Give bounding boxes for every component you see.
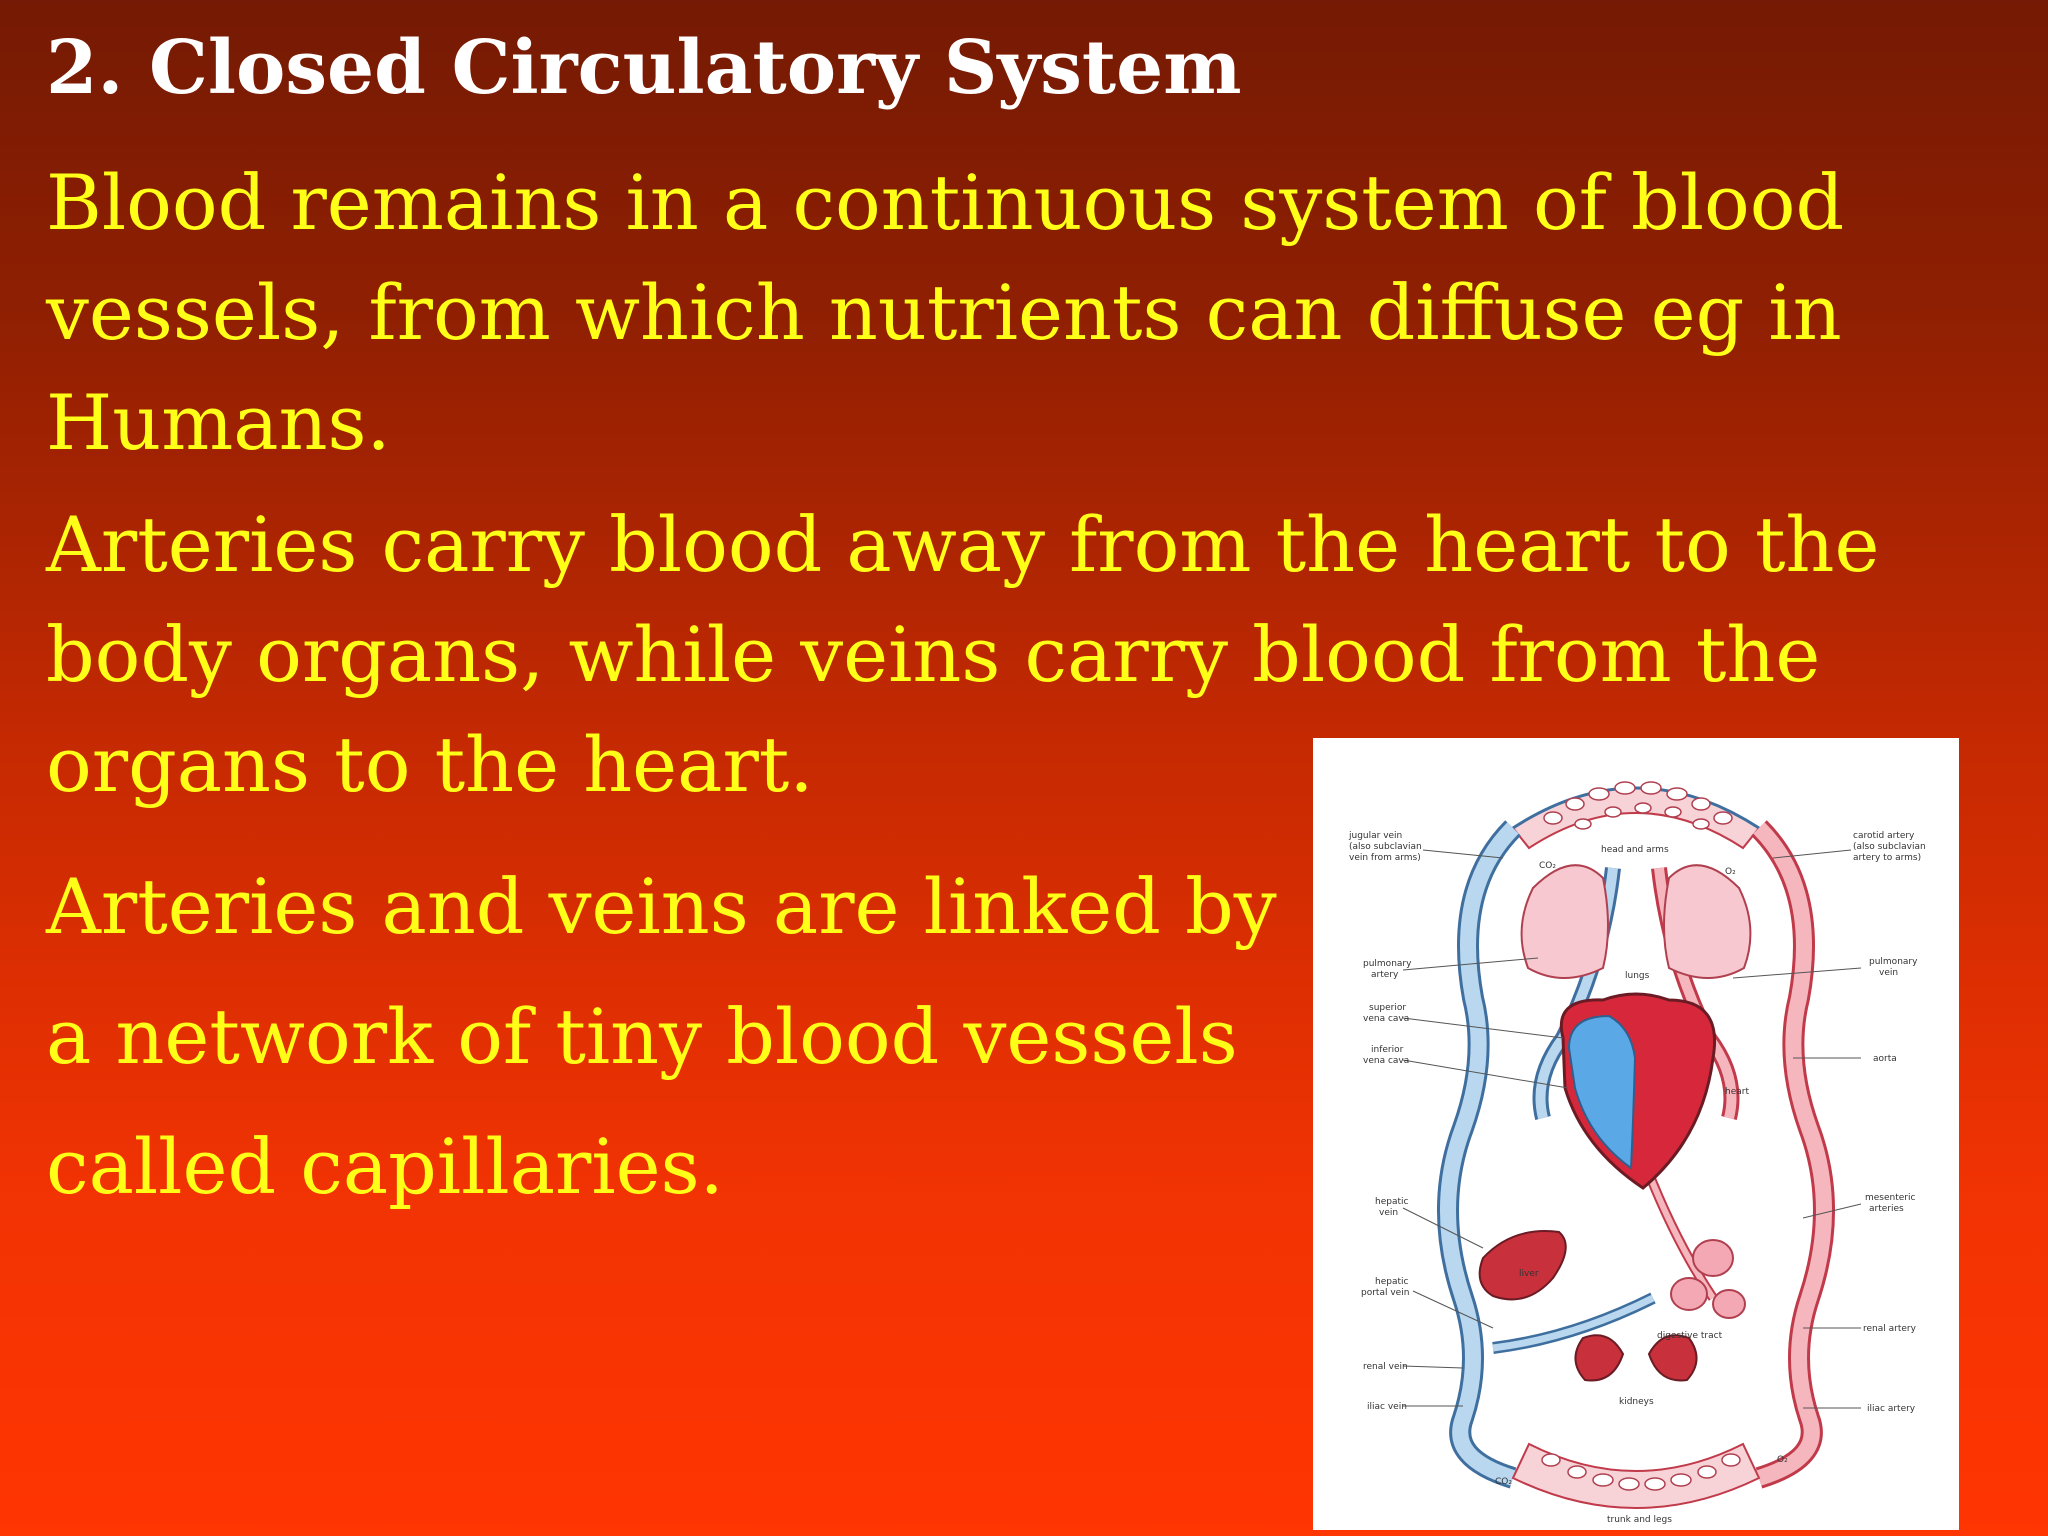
label-carotid-artery-note: (also subclavian: [1853, 842, 1926, 852]
label-co2-top: CO₂: [1539, 861, 1556, 871]
label-o2-top: O₂: [1725, 867, 1736, 877]
label-iliac-artery: iliac artery: [1867, 1404, 1916, 1414]
label-hepatic-portal-vein: hepatic: [1375, 1277, 1408, 1287]
label-heart: heart: [1725, 1087, 1749, 1097]
paragraph-line: Arteries carry blood away from the heart…: [46, 500, 1880, 589]
label-aorta: aorta: [1873, 1054, 1897, 1064]
label-inferior-vena-cava: vena cava: [1363, 1056, 1409, 1066]
label-renal-vein: renal vein: [1363, 1362, 1408, 1372]
label-leader-lines: [1402, 849, 1862, 1409]
label-jugular-vein-note: (also subclavian: [1349, 842, 1422, 852]
lungs-illustration: [1520, 864, 1752, 979]
label-superior-vena-cava: superior: [1369, 1003, 1406, 1013]
trunk-capillary-bed: [1511, 1442, 1761, 1509]
liver-illustration: [1478, 1230, 1567, 1301]
label-carotid-artery-note: artery to arms): [1853, 853, 1921, 863]
heart-illustration: [1560, 992, 1716, 1190]
head-capillary-bed: [1511, 781, 1761, 850]
label-inferior-vena-cava: inferior: [1371, 1045, 1404, 1055]
kidneys-illustration: [1574, 1334, 1698, 1382]
paragraph-line: called capillaries.: [46, 1122, 724, 1211]
label-liver: liver: [1519, 1269, 1539, 1279]
paragraph-line: body organs, while veins carry blood fro…: [46, 610, 1821, 699]
paragraph-blood-remains: Blood remains in a continuous system of …: [46, 148, 1844, 478]
slide-title: 2. Closed Circulatory System: [46, 25, 1242, 111]
paragraph-line: vessels, from which nutrients can diffus…: [46, 268, 1842, 357]
circulatory-diagram-svg: jugular vein (also subclavian vein from …: [1348, 781, 1926, 1525]
label-hepatic-vein: hepatic: [1375, 1197, 1408, 1207]
label-carotid-artery: carotid artery: [1853, 831, 1915, 841]
paragraph-capillaries: Arteries and veins are linked by a netwo…: [46, 842, 1277, 1232]
label-mesenteric-arteries: mesenteric: [1865, 1193, 1916, 1203]
label-trunk-and-legs: trunk and legs: [1607, 1515, 1672, 1525]
label-mesenteric-arteries: arteries: [1869, 1204, 1904, 1214]
label-hepatic-vein: vein: [1379, 1208, 1398, 1218]
label-kidneys: kidneys: [1619, 1397, 1654, 1407]
label-o2-bottom: O₂: [1777, 1455, 1788, 1465]
label-co2-bottom: CO₂: [1495, 1477, 1512, 1487]
label-iliac-vein: iliac vein: [1367, 1402, 1407, 1412]
paragraph-arteries-veins: Arteries carry blood away from the heart…: [46, 490, 1879, 820]
label-digestive-tract: digestive tract: [1657, 1331, 1723, 1341]
label-pulmonary-vein: vein: [1879, 968, 1898, 978]
label-lungs: lungs: [1625, 971, 1650, 981]
circulatory-system-diagram: jugular vein (also subclavian vein from …: [1313, 738, 1959, 1530]
paragraph-line: Arteries and veins are linked by: [46, 862, 1277, 951]
label-jugular-vein-note: vein from arms): [1349, 853, 1421, 863]
label-jugular-vein: jugular vein: [1348, 831, 1402, 841]
paragraph-line: Blood remains in a continuous system of …: [46, 158, 1845, 247]
label-head-and-arms: head and arms: [1601, 845, 1669, 855]
label-pulmonary-artery: artery: [1371, 970, 1399, 980]
digestive-tract-illustration: [1670, 1239, 1746, 1319]
paragraph-line: a network of tiny blood vessels: [46, 992, 1238, 1081]
label-renal-artery: renal artery: [1863, 1324, 1917, 1334]
label-hepatic-portal-vein: portal vein: [1361, 1288, 1409, 1298]
label-pulmonary-artery: pulmonary: [1363, 959, 1412, 969]
label-superior-vena-cava: vena cava: [1363, 1014, 1409, 1024]
paragraph-line: Humans.: [46, 378, 391, 467]
paragraph-line: organs to the heart.: [46, 720, 814, 809]
label-pulmonary-vein: pulmonary: [1869, 957, 1918, 967]
